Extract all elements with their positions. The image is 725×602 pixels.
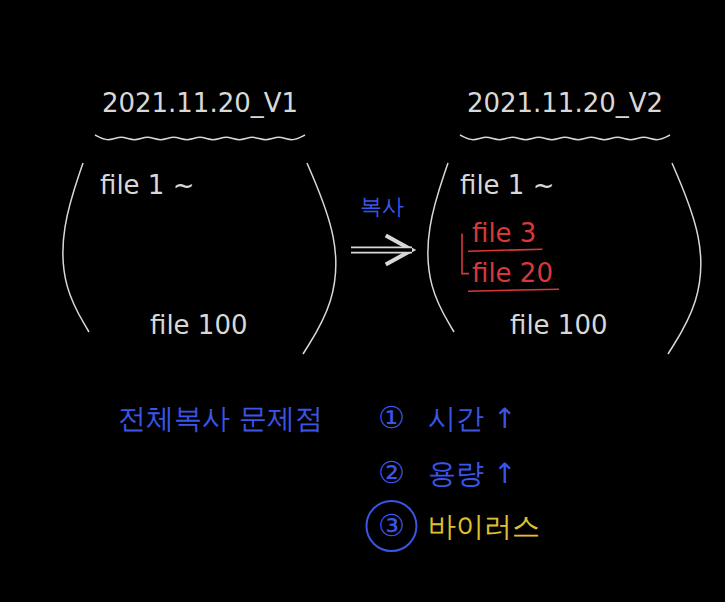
- red-underline: [468, 289, 559, 291]
- arrow-shaft-gap: [351, 248, 412, 252]
- callout-number: ①: [378, 400, 405, 436]
- copy-arrow: [351, 250, 412, 251]
- left-bracket: [428, 163, 454, 332]
- changed-file: file 20: [472, 258, 553, 289]
- heading-note: 전체복사 문제점: [118, 402, 323, 436]
- file-name: file 100: [150, 310, 248, 341]
- note-item: 용량 ↑: [428, 457, 516, 491]
- wavy-underline: [95, 135, 305, 140]
- file-name: file 1 ~: [100, 170, 194, 201]
- file-name: file 1 ~: [460, 170, 554, 201]
- callout-number: ③: [378, 508, 405, 544]
- folder-group: 2021.11.20_V2file 1 ~ file 3 file 20 file 1…: [420, 88, 710, 360]
- red-underline: [468, 249, 542, 251]
- right-bracket: [668, 163, 701, 354]
- right-bracket: [303, 163, 336, 354]
- wavy-underline: [460, 135, 670, 140]
- red-bracket: [462, 234, 469, 274]
- file-name: file 100: [510, 310, 608, 341]
- arrow-shaft: [351, 247, 412, 254]
- changed-file: file 3: [472, 218, 536, 249]
- folder-title: 2021.11.20_V2: [467, 88, 663, 119]
- note-item: 바이러스: [428, 510, 540, 544]
- callout-number: ②: [378, 455, 405, 491]
- folder-title: 2021.11.20_V1: [102, 88, 298, 119]
- edge-label: 복사: [360, 194, 404, 220]
- left-bracket: [63, 163, 89, 332]
- circle-mark: [366, 501, 416, 551]
- note-item: 시간 ↑: [428, 402, 516, 436]
- folder-group: 2021.11.20_V1file 1 ~ file 100: [55, 88, 345, 360]
